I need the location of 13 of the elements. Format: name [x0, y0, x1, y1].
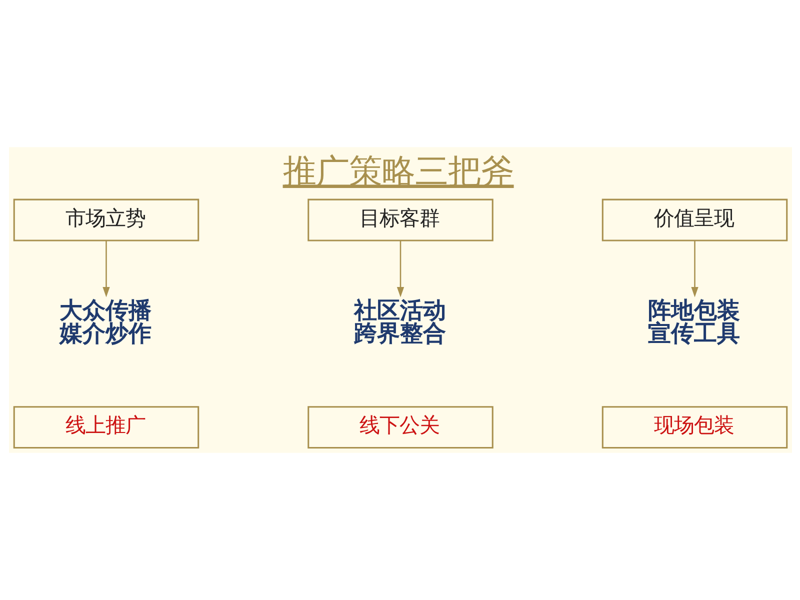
arrow — [102, 240, 110, 298]
node-box: 目标客群 — [307, 198, 493, 242]
node-box: 线上推广 — [12, 406, 199, 449]
node-box: 现场包装 — [601, 406, 788, 449]
node-text: 大众传播 媒介炒作 — [59, 298, 152, 347]
node-text: 社区活动 跨界整合 — [353, 298, 446, 347]
node-box: 线下公关 — [307, 406, 493, 449]
arrow — [690, 240, 698, 298]
node-box: 市场立势 — [12, 198, 199, 242]
node-box: 价值呈现 — [601, 198, 788, 242]
arrow — [396, 240, 404, 298]
node-text: 阵地包装 宣传工具 — [648, 298, 740, 347]
diagram-title: 推广策略三把斧 — [282, 152, 514, 191]
